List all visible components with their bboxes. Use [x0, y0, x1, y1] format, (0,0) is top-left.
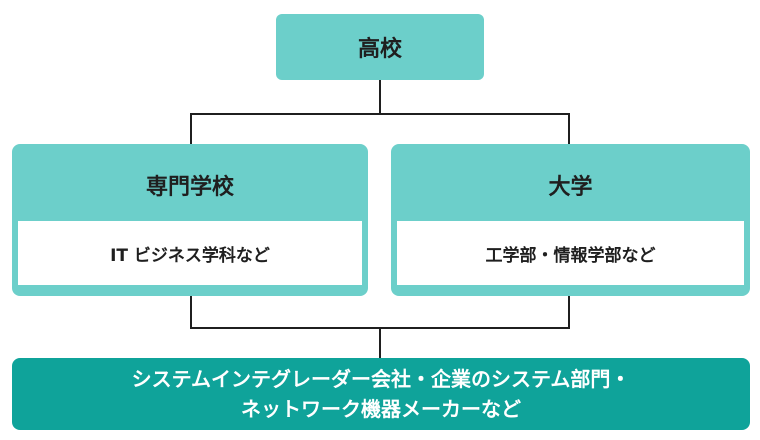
connector-bottom-vertical — [379, 327, 381, 359]
node-vocational-school: 専門学校 IT ビジネス学科など — [12, 144, 368, 296]
node-vocational-school-title: 専門学校 — [145, 175, 234, 200]
node-career-destination-line1: システムインテグレーダー会社・企業のシステム部門・ — [131, 367, 631, 391]
connector-top-left-drop — [190, 113, 192, 145]
node-career-destination-line2: ネットワーク機器メーカーなど — [241, 397, 521, 421]
node-career-destination: システムインテグレーダー会社・企業のシステム部門・ ネットワーク機器メーカーなど — [12, 358, 750, 430]
connector-top-right-drop — [568, 113, 570, 145]
node-university-title: 大学 — [548, 175, 593, 200]
node-high-school-label: 高校 — [357, 37, 402, 62]
node-university: 大学 工学部・情報学部など — [391, 144, 750, 296]
node-high-school: 高校 — [276, 14, 484, 80]
node-university-detail: 工学部・情報学部など — [397, 221, 744, 285]
connector-bottom-left-rise — [190, 296, 192, 328]
connector-top-horizontal — [190, 113, 570, 115]
connector-top-vertical — [379, 80, 381, 114]
node-vocational-school-detail: IT ビジネス学科など — [18, 221, 362, 285]
connector-bottom-right-rise — [568, 296, 570, 328]
